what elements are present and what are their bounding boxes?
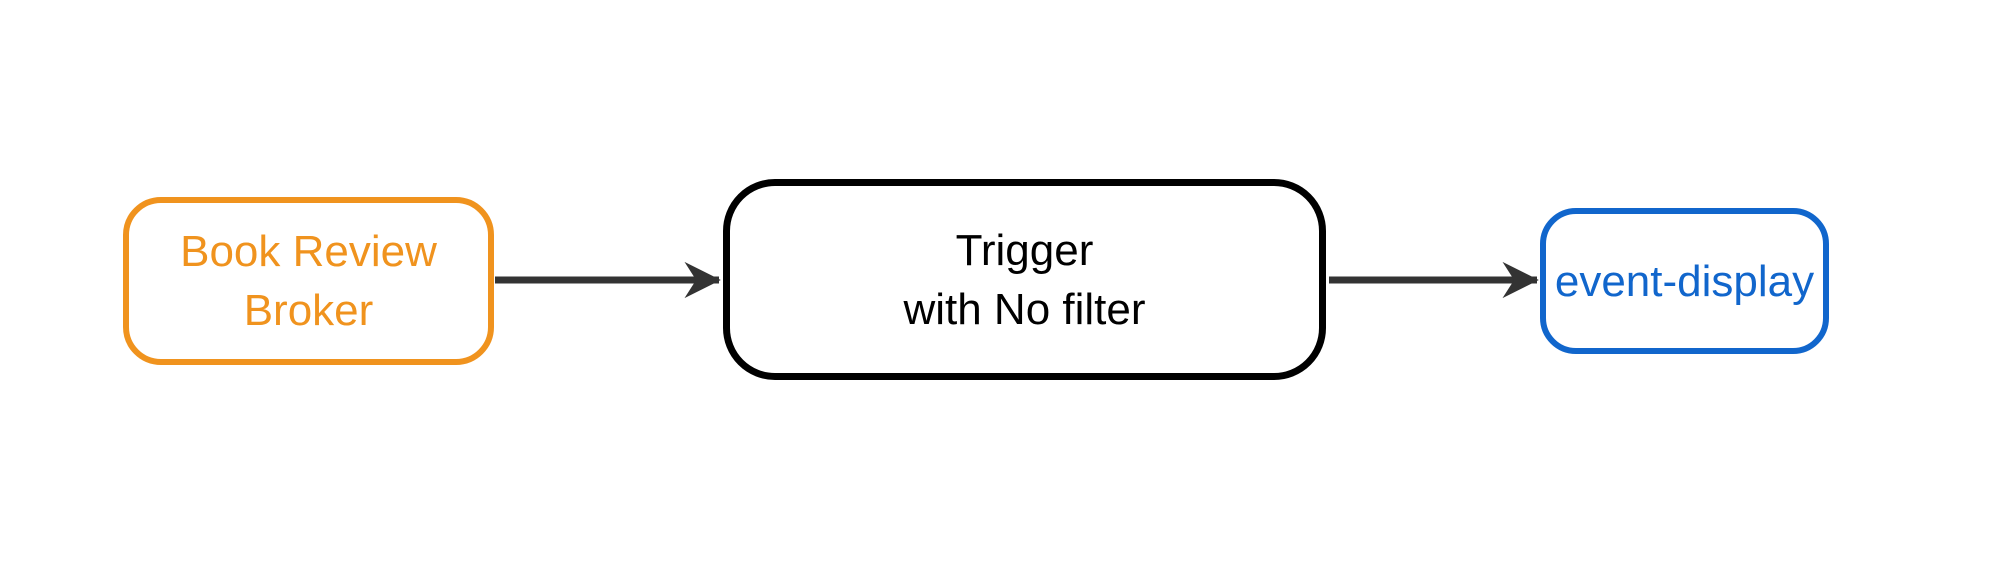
node-label-line: Broker [243, 286, 374, 335]
node-trigger-with-no-filter: Trigger with No filter [723, 179, 1326, 380]
node-label-line: with No filter [903, 284, 1146, 334]
node-book-review-broker: Book Review Broker [123, 197, 494, 365]
node-label-line: Trigger [955, 225, 1094, 275]
node-label-line: event-display [1554, 256, 1815, 306]
node-label-line: Book Review [180, 227, 437, 276]
node-event-display: event-display [1540, 208, 1829, 354]
